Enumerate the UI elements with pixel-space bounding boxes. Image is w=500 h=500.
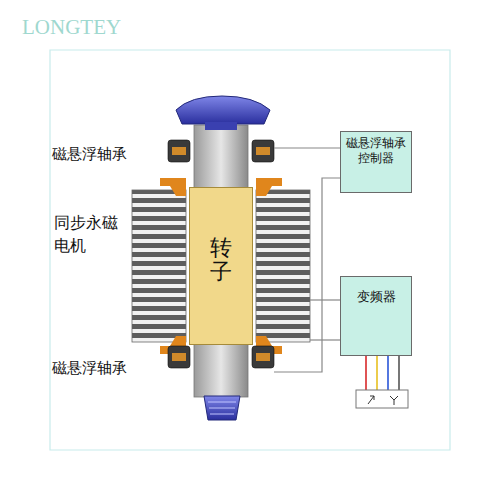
device-label: 变频器 xyxy=(344,289,408,305)
frame xyxy=(50,50,450,450)
gear xyxy=(204,396,240,420)
device-label: 磁悬浮轴承 控制器 xyxy=(344,136,408,166)
device-box: 变频器 xyxy=(340,276,412,356)
impeller-hub xyxy=(205,122,237,130)
impeller xyxy=(176,96,270,124)
plug-symbol xyxy=(368,396,398,405)
stator-end xyxy=(256,178,282,196)
stator-end xyxy=(160,178,186,196)
bearing-coils xyxy=(172,147,270,361)
rotor-label: 转子 xyxy=(210,236,232,284)
part-label: 同步永磁 电机 xyxy=(54,211,124,257)
watermark: LONGTEY xyxy=(22,12,162,42)
rotor: 转子 xyxy=(189,187,253,345)
power-plug xyxy=(356,390,408,408)
device-box: 磁悬浮轴承 控制器 xyxy=(340,131,412,193)
part-label: 磁悬浮轴承 xyxy=(52,358,152,380)
stator-right xyxy=(256,190,310,342)
stator-left xyxy=(132,190,186,342)
wires xyxy=(274,148,340,372)
gear-teeth xyxy=(208,402,236,414)
part-label: 磁悬浮轴承 xyxy=(52,144,152,166)
magnetic-bearings xyxy=(168,140,274,368)
